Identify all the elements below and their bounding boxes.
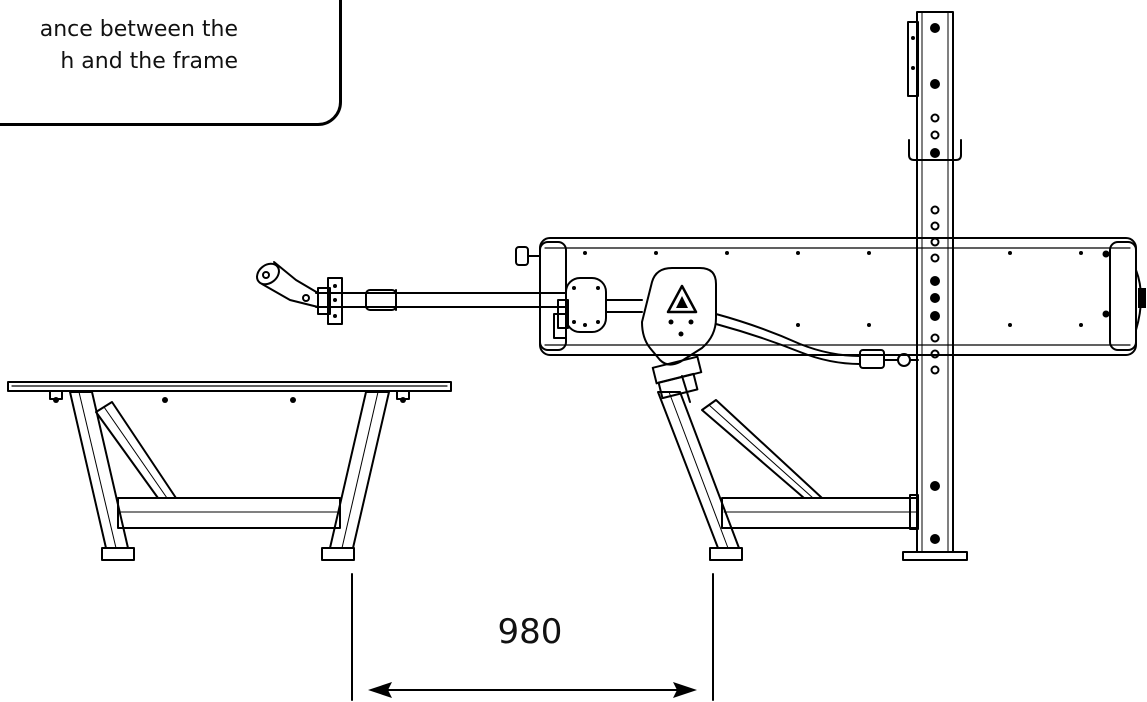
safety-arm [256,261,567,325]
rack-frame [515,11,1146,561]
rack-crossbar [721,497,919,529]
callout-box [0,0,342,126]
dimension-value: 980 [497,612,563,652]
bench-left-foot [101,547,135,561]
bench-brace [95,401,177,499]
housing [539,237,1137,356]
cable [715,313,861,357]
dimension-arrow-left [368,682,392,698]
rack-foot [709,547,743,561]
dimension-arrow-right [673,682,697,698]
callout-text: ance between the h and the frame [0,14,238,78]
bench-top [7,381,452,392]
dimension [351,573,714,701]
arm-flange [565,277,607,333]
hinge-plate [641,267,717,366]
bench-right-foot [321,547,355,561]
warning-triangle [666,284,698,314]
bench-bolts [53,397,406,403]
callout-line-1: ance between the [39,17,238,42]
bench-crossbar [117,497,341,529]
upright-holes [930,23,940,544]
callout-line-2: h and the frame [60,49,238,74]
bench [7,381,452,561]
upright-base [902,551,968,561]
housing-rivets [583,250,1110,327]
j-hook [908,139,962,161]
arm-end-cap [256,262,280,286]
